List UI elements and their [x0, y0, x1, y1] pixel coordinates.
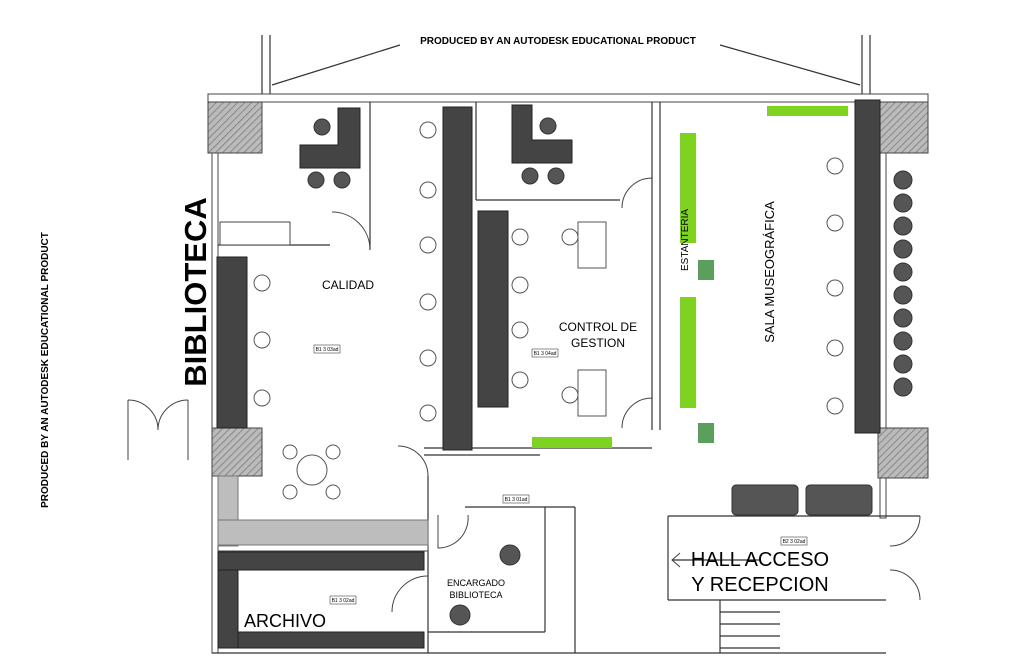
room-tag: B2 3 02ad [783, 539, 806, 545]
chair [449, 604, 471, 626]
chair [511, 371, 529, 389]
chair [893, 377, 913, 397]
chair [561, 386, 579, 404]
room-tag: B1 3 03ad [316, 347, 339, 353]
room-label-encargado-2: BIBLIOTECA [449, 590, 502, 600]
watermark-left: PRODUCED BY AN AUTODESK EDUCATIONAL PROD… [40, 232, 51, 508]
chair [893, 354, 913, 374]
doors [127, 177, 921, 613]
chair [511, 321, 529, 339]
chair [419, 121, 437, 139]
chair [282, 444, 298, 460]
display-case [698, 260, 714, 280]
desks [296, 104, 607, 486]
chair [313, 118, 331, 136]
chair [893, 193, 913, 213]
chair [893, 239, 913, 259]
room-tag: B1 3 04ad [534, 351, 557, 357]
chair [499, 544, 521, 566]
shelf-archivo-left [217, 569, 239, 649]
chair [511, 276, 529, 294]
chair [282, 484, 298, 500]
chair [826, 157, 844, 175]
shelf-central [442, 106, 473, 451]
roof-outline [261, 35, 871, 95]
room-label-archivo: ARCHIVO [244, 611, 326, 631]
watermark-top: PRODUCED BY AN AUTODESK EDUCATIONAL PROD… [420, 36, 696, 47]
shelf-sala [854, 99, 881, 434]
room-label-calidad: CALIDAD [322, 278, 374, 292]
plan-title: BIBLIOTECA [178, 197, 213, 386]
chair [826, 279, 844, 297]
chair [419, 349, 437, 367]
room-tags: B1 3 03ad B1 3 04ad B1 3 01ad B1 3 02ad … [313, 344, 808, 605]
room-tag: B1 3 01ad [505, 497, 528, 503]
chair [419, 236, 437, 254]
chair [419, 404, 437, 422]
chair [826, 214, 844, 232]
chair [893, 170, 913, 190]
chair [253, 331, 271, 349]
display-case [698, 423, 714, 443]
chair [539, 117, 557, 135]
room-label-control: CONTROL DE [559, 320, 637, 334]
shelf-archivo-top [217, 551, 425, 571]
chair [419, 181, 437, 199]
chair [893, 216, 913, 236]
chair [826, 339, 844, 357]
room-label-control-2: GESTION [571, 336, 625, 350]
shelf-calidad [216, 256, 248, 429]
chair [325, 444, 341, 460]
columns [207, 101, 929, 479]
chair [561, 228, 579, 246]
room-label-sala: SALA MUSEOGRÁFICA [762, 201, 777, 343]
shelf-control [477, 210, 509, 408]
chair [893, 285, 913, 305]
room-label-estanteria: ESTANTERIA [680, 209, 691, 271]
chair [893, 308, 913, 328]
chair [325, 484, 341, 500]
chair [333, 171, 351, 189]
bookshelves [216, 99, 881, 649]
stairs [671, 552, 780, 653]
chair [307, 171, 325, 189]
chairs [253, 117, 913, 626]
room-label-hall-2: Y RECEPCION [691, 574, 828, 596]
green-shelves [532, 106, 848, 448]
chair [893, 331, 913, 351]
shelf-archivo-bottom [237, 631, 425, 649]
room-tag: B1 3 02ad [332, 598, 355, 604]
chair [419, 293, 437, 311]
corridor [217, 475, 429, 547]
chair [547, 167, 565, 185]
room-label-encargado: ENCARGADO [447, 578, 505, 588]
chair [893, 262, 913, 282]
chair [253, 274, 271, 292]
chair [521, 167, 539, 185]
chair [826, 397, 844, 415]
sofas [731, 484, 873, 516]
room-label-hall: HALL ACCESO [691, 549, 829, 571]
chair [511, 228, 529, 246]
chair [253, 389, 271, 407]
